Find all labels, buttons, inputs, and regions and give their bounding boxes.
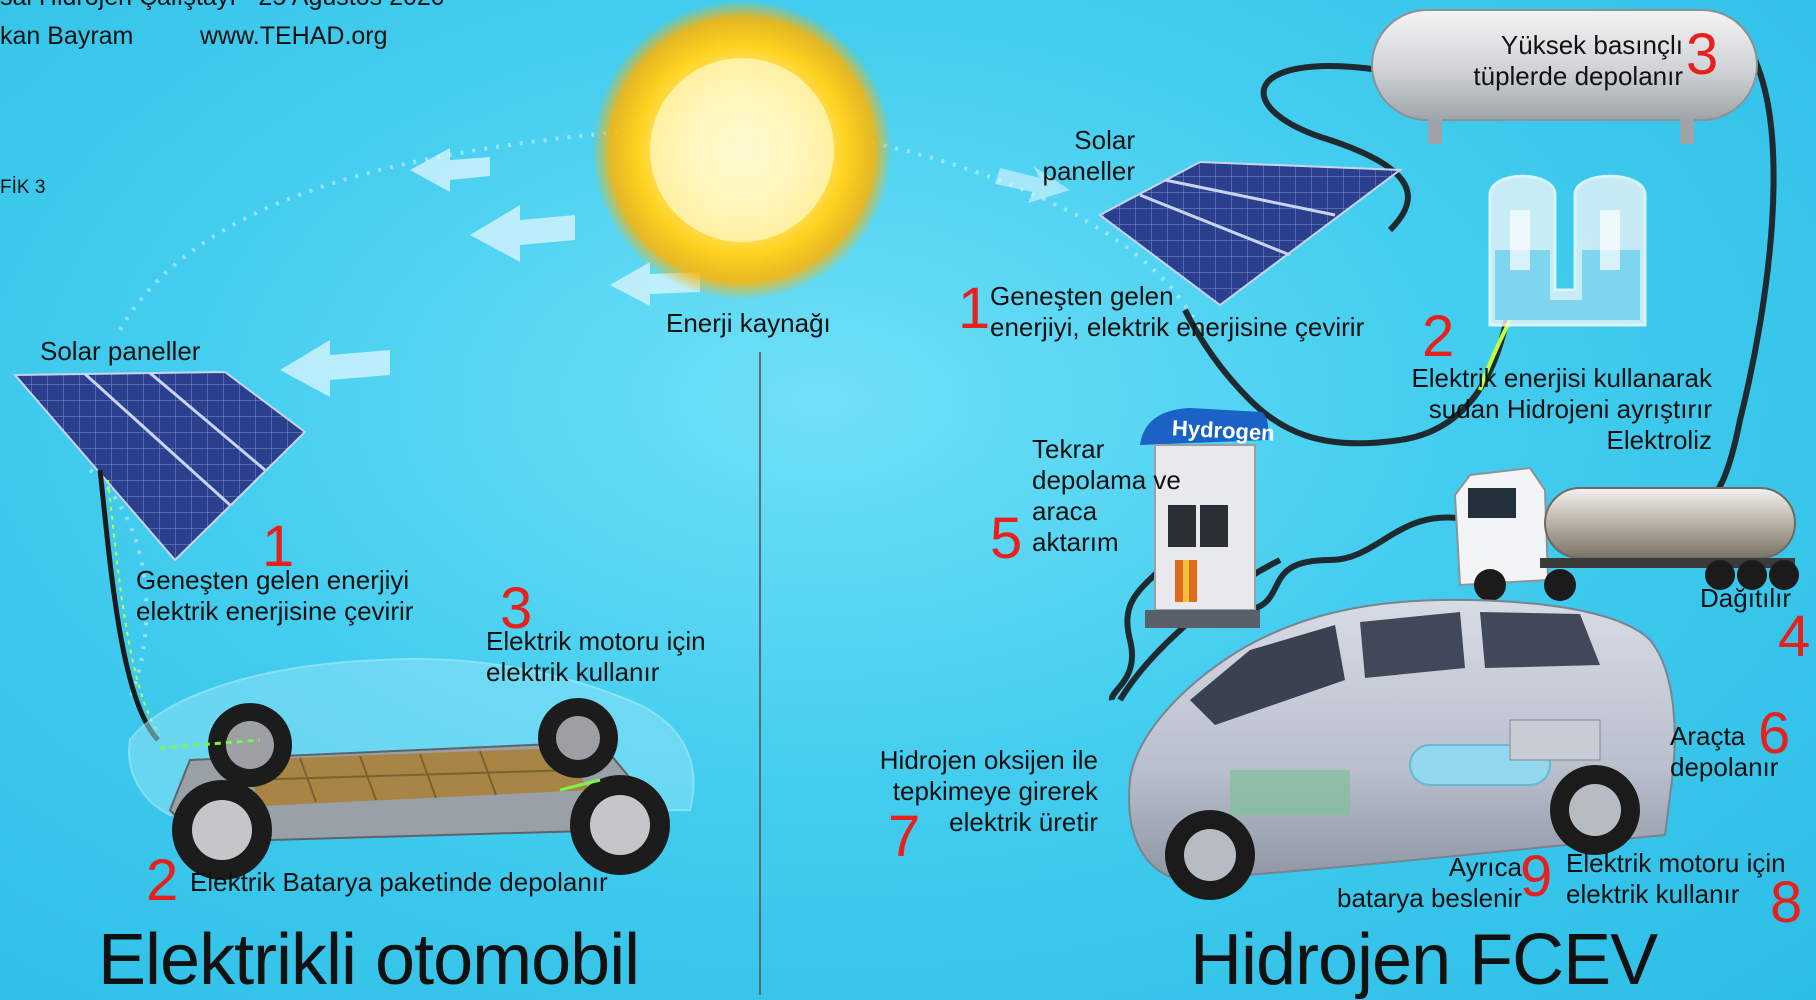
fcev-car-icon [1128, 598, 1676, 900]
right-step-2-number: 2 [1422, 304, 1455, 369]
right-solar-label: Solar paneller [1042, 125, 1135, 186]
energy-source-label: Enerji kaynağı [666, 308, 831, 338]
electric-car-icon [128, 658, 695, 880]
right-step-9-number: 9 [1520, 844, 1553, 909]
hydrogen-pump-icon [1140, 408, 1269, 628]
right-step-6-text: Araçta depolanır [1670, 721, 1779, 782]
left-step-1-text: Geneşten gelen enerjiyi elektrik enerjis… [136, 565, 414, 626]
right-title: Hidrojen FCEV [1190, 920, 1658, 1000]
right-step-4-text: Dağıtılır [1700, 583, 1792, 613]
right-step-3-text: Yüksek basınçlı tüplerde depolanır [1473, 30, 1683, 91]
right-step-1-text: Geneşten gelen enerjiyi, elektrik enerji… [990, 281, 1365, 342]
hydrogen-tank-icon [1371, 9, 1758, 144]
right-solar-panel-icon [1098, 160, 1403, 307]
right-step-9-text: Ayrıca batarya beslenir [1337, 852, 1522, 913]
header-website: www.TEHAD.org [200, 22, 388, 50]
arrow-shapes [280, 148, 1070, 397]
header-event-title: sal Hidrojen Çalıştayı - 25 Ağustos 2020 [0, 0, 445, 13]
right-step-3-number: 3 [1686, 22, 1719, 87]
left-step-2-text: Elektrik Batarya paketinde depolanır [190, 867, 608, 897]
left-solar-panel-icon [12, 370, 307, 562]
right-step-5-text: Tekrar depolama ve araca aktarım [1032, 434, 1181, 557]
figure-label: FİK 3 [0, 177, 46, 198]
right-step-7-number: 7 [888, 804, 921, 869]
right-step-7-text: Hidrojen oksijen ile tepkimeye girerek e… [879, 745, 1098, 837]
tanker-truck-icon [1453, 466, 1799, 601]
right-step-8-text: Elektrik motoru için elektrik kullanır [1566, 848, 1786, 909]
left-step-2-number: 2 [146, 848, 179, 913]
right-step-6-number: 6 [1758, 701, 1791, 766]
left-title: Elektrikli otomobil [98, 920, 640, 1000]
header-author: kan Bayram [0, 22, 134, 50]
right-step-4-number: 4 [1778, 604, 1811, 669]
right-step-2-text: Elektrik enerjisi kullanarak sudan Hidro… [1411, 363, 1712, 455]
electrolyzer-icon [1488, 174, 1647, 327]
pump-sign: Hydrogen [1171, 415, 1276, 446]
right-step-8-number: 8 [1770, 870, 1803, 935]
wheel-icon [172, 698, 670, 880]
left-step-3-number: 3 [500, 576, 533, 641]
left-step-3-text: Elektrik motoru için elektrik kullanır [486, 626, 706, 687]
right-step-5-number: 5 [990, 506, 1023, 571]
left-step-1-number: 1 [262, 514, 295, 579]
right-step-1-number: 1 [958, 276, 991, 341]
left-solar-label: Solar paneller [40, 336, 201, 366]
